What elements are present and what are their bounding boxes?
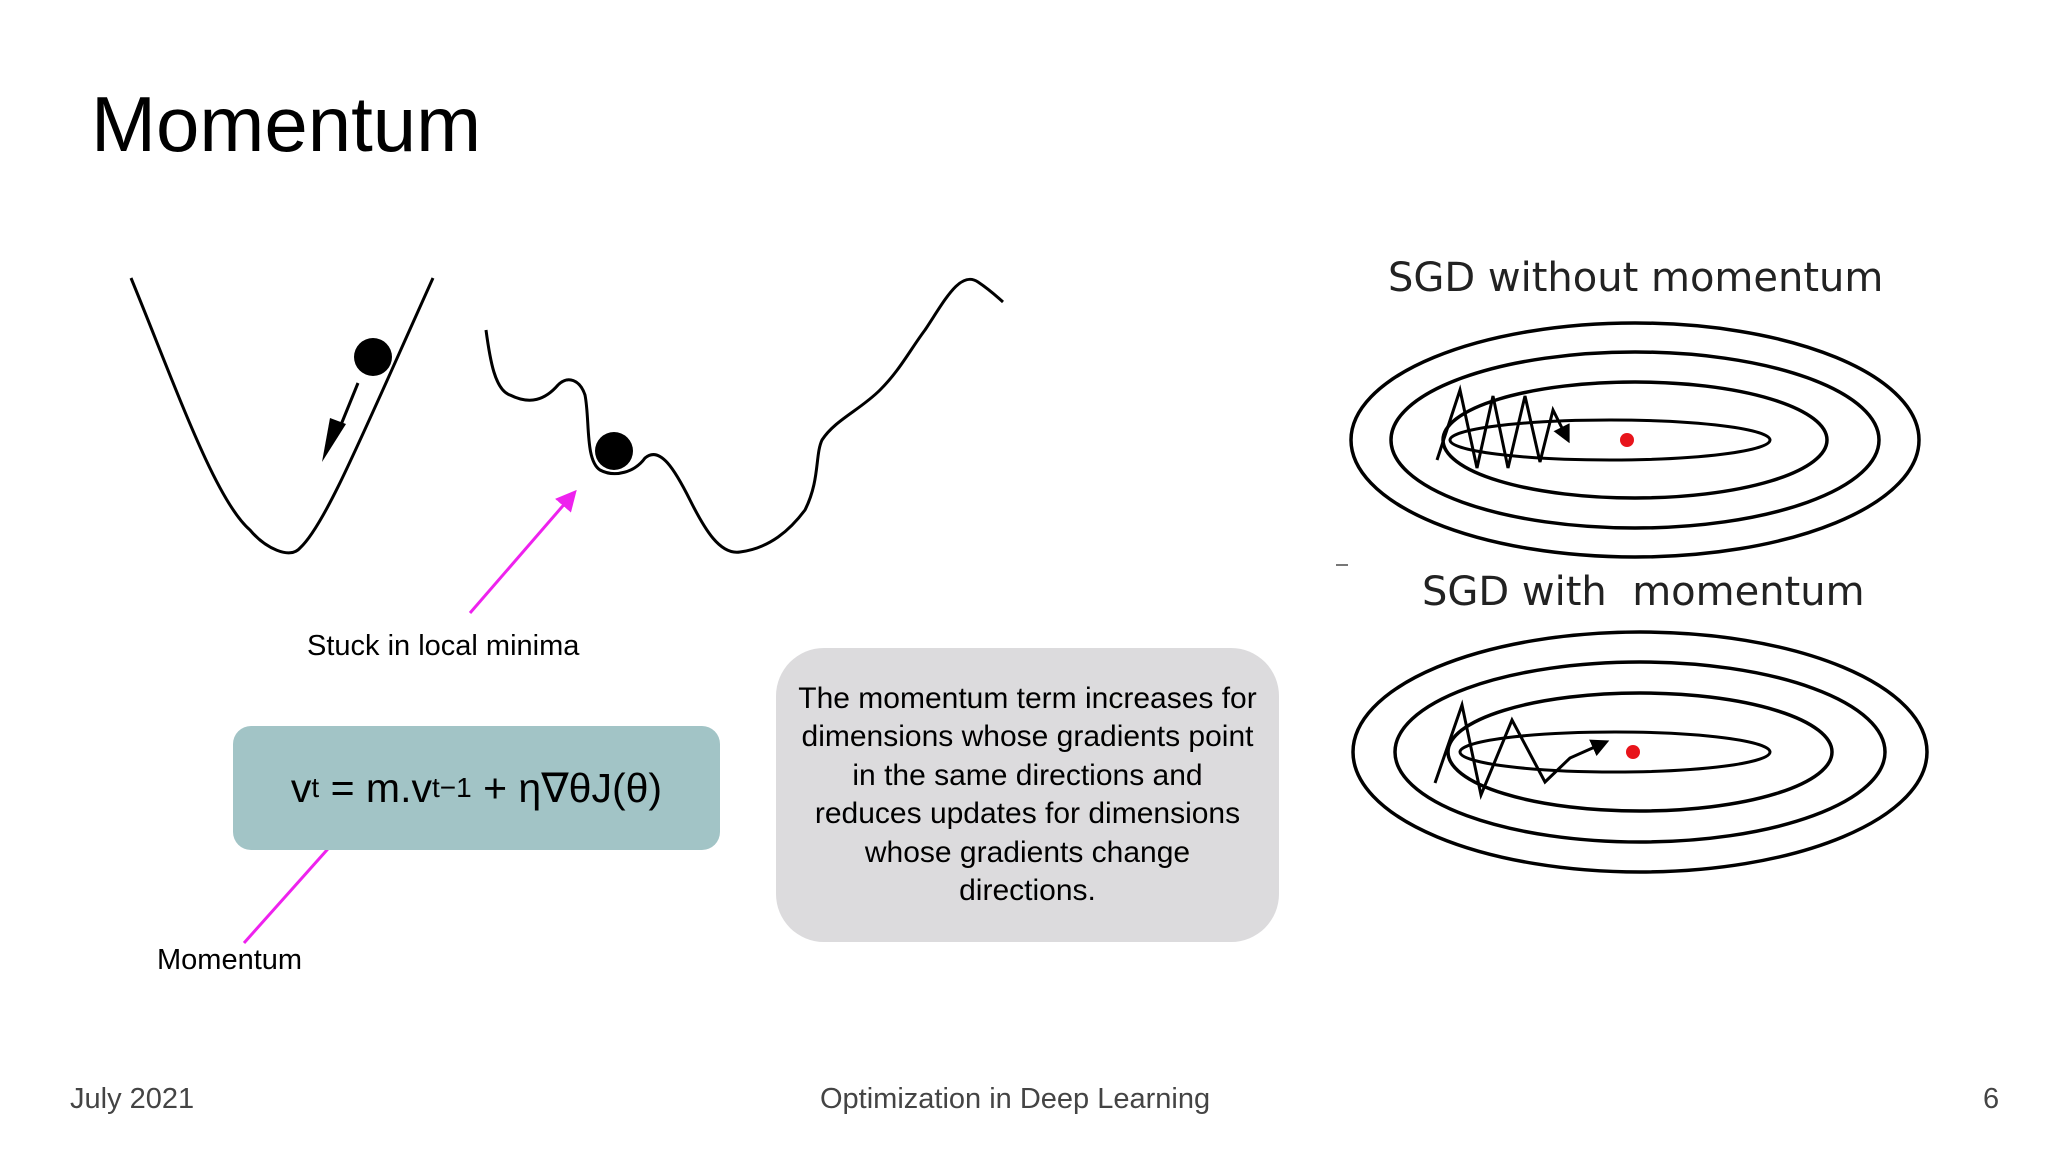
sgd-with-momentum-plot (1351, 630, 1929, 874)
stuck-in-local-minima-label: Stuck in local minima (307, 630, 580, 662)
footer-course-title: Optimization in Deep Learning (820, 1083, 1211, 1115)
sgd-with-momentum-title: SGD with momentum (1422, 569, 1865, 615)
formula-equals: = m.v (319, 764, 432, 811)
nonconvex-landscape-illustration (484, 278, 1004, 554)
slide-title: Momentum (91, 80, 482, 168)
optimum-point-without (1620, 433, 1634, 447)
footer-page-number: 6 (1983, 1083, 2000, 1115)
stuck-ball (595, 432, 633, 470)
down-arrow (322, 382, 360, 462)
sgd-without-momentum-plot (1349, 321, 1921, 559)
formula-sub-t: t (311, 772, 320, 803)
stuck-pointer-arrow (468, 489, 577, 614)
convex-valley-curve (129, 277, 435, 555)
sgd-without-momentum-title: SGD without momentum (1388, 255, 1884, 301)
momentum-explanation-box: The momentum term increases for dimensio… (776, 648, 1279, 942)
formula-sub-t-minus-1: t−1 (431, 772, 472, 803)
formula-v: v (290, 764, 312, 811)
optimum-point-with (1626, 745, 1640, 759)
rolling-ball (354, 338, 392, 376)
nonconvex-curve (484, 278, 1004, 554)
momentum-label: Momentum (157, 944, 303, 976)
formula-rest: + η∇θJ(θ) (471, 765, 663, 811)
zigzag-path-without (1435, 384, 1570, 469)
convex-valley-illustration (129, 277, 435, 555)
momentum-explanation-text: The momentum term increases for dimensio… (798, 681, 1257, 908)
zigzag-path-with (1433, 699, 1610, 801)
footer-date: July 2021 (70, 1083, 195, 1115)
